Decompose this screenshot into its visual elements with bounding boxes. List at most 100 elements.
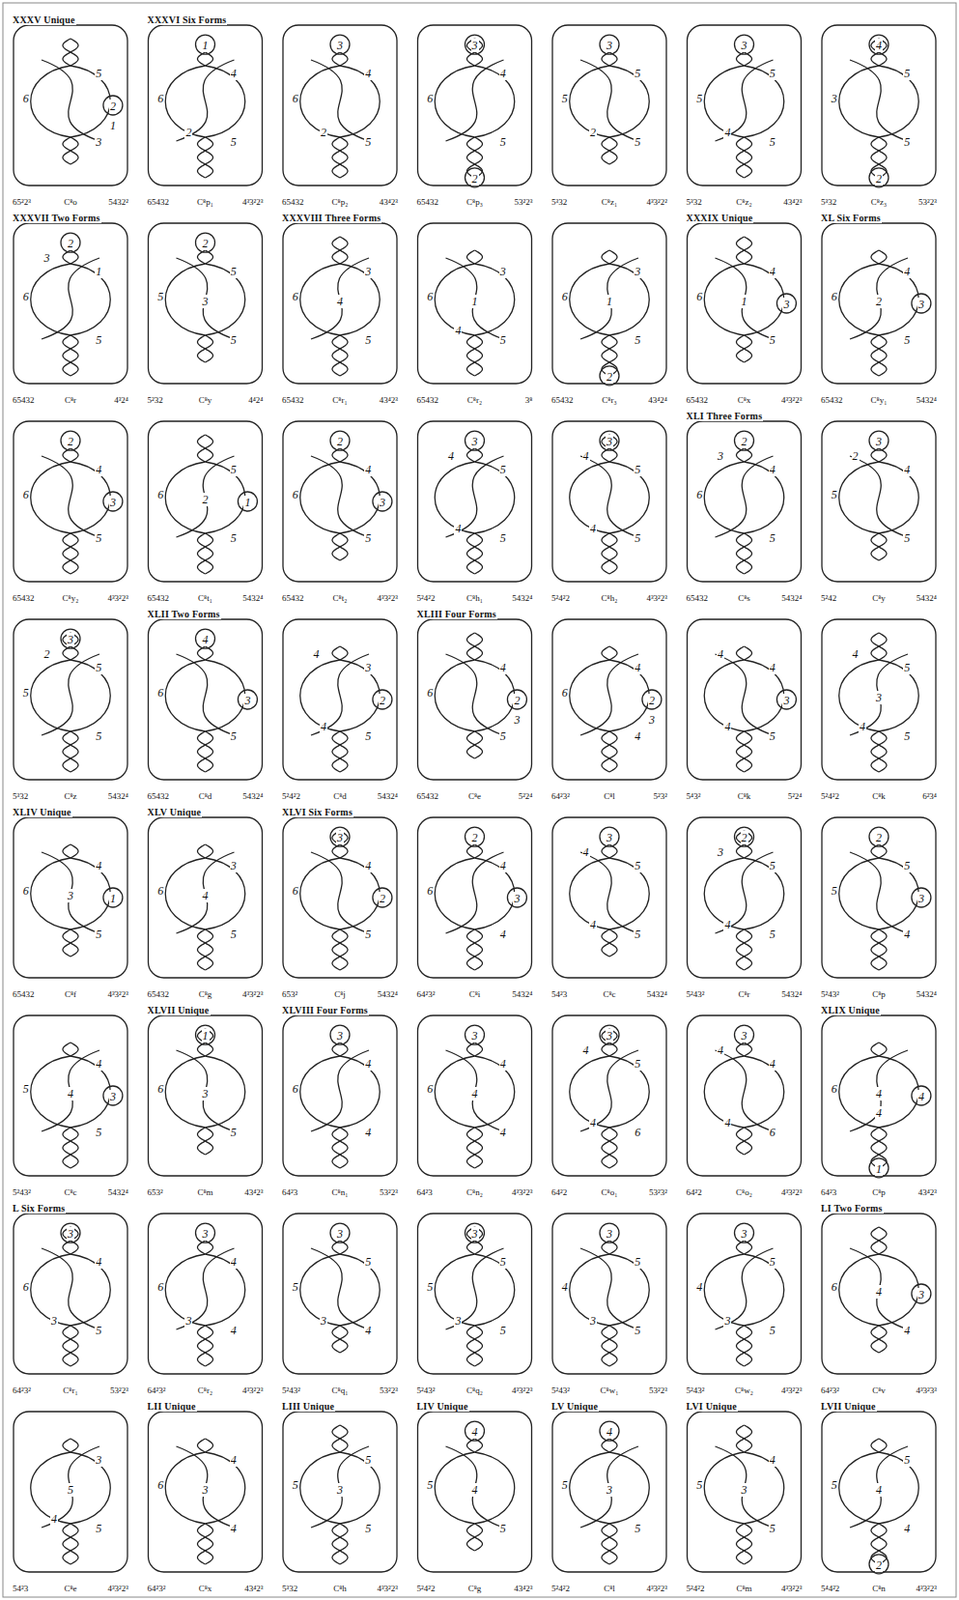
region-number: 5 [66,1482,75,1496]
knot-strand [339,1253,380,1326]
notation-code-holder: 65432 [819,389,845,407]
region-number: 4 [768,660,777,675]
knot-loop [465,1024,485,1044]
twist-strand [62,335,79,376]
region-number: 3 [605,1482,614,1496]
region-number: 1 [94,264,103,279]
form-heading: LI Two Forms [819,1202,884,1213]
notation-code-holder: C⁸o₂ [734,1181,754,1199]
knot-diagram [821,421,936,582]
twist-strand [736,533,753,574]
knot-strand [744,461,785,534]
twist-strand [332,929,348,970]
knot-loop [911,887,931,907]
region-number-holder: 4 [561,1276,569,1295]
region-number-holder: 1 [201,1025,210,1044]
knot-strand [839,263,879,336]
region-number-holder: 2 [378,690,387,708]
region-number: 5 [499,135,508,149]
twist-strand [871,1226,887,1254]
knot-loop [237,491,257,511]
knot-diagram [552,223,667,386]
region-number-holder: 4 [768,1449,777,1467]
notation-code: 6²3⁴ [921,790,938,801]
region-number: 5 [94,1521,103,1535]
form-heading: XLV Unique [146,806,203,818]
region-number: 4 [499,1125,508,1139]
knot-diagram [687,421,802,582]
notation-code-holder: 5²42 [819,587,838,605]
twist-strand [736,137,753,178]
notation-code-holder: 64²3² [819,1379,841,1397]
region-number-holder: 3 [633,261,642,280]
region-number: 5 [364,1521,372,1535]
notation-code: 5432⁴ [241,592,264,603]
form-heading: LVI Unique [685,1400,739,1411]
twist-strand [601,646,610,660]
region-number: 4 [874,1284,883,1298]
region-number-holder: 5 [156,286,165,305]
notation-code-holder: 53²3² [648,1181,669,1199]
notation-code: C⁸n [871,1582,887,1593]
notation-code: C⁸z₁ [600,197,619,207]
region-number-holder: 4 [94,1251,103,1270]
notation-code: 5²43² [819,988,841,999]
knot-strand [41,653,100,735]
region-number: 5 [695,91,704,106]
region-number-holder: 5 [633,855,642,874]
region-number: 3 [453,1313,462,1327]
notation-code-holder: C⁸p₃ [465,191,484,209]
region-number-holder: 5 [633,1251,642,1270]
notation-code: 4³3²2³ [510,1384,535,1395]
region-number: 2 [184,125,193,140]
notation-code: 653² [281,988,299,999]
notation-code: 5²4²2 [819,790,841,801]
notation-code: C⁸d [332,790,348,801]
region-number-holder: 4 [364,63,372,82]
knot-diagram [687,1212,802,1374]
region-number: 4 [94,858,103,873]
region-number-holder: 5 [633,924,642,942]
region-number-holder: 4 [716,644,725,662]
knot-strand [475,1451,515,1524]
region-number: 5 [633,927,642,941]
region-number-holder: 6 [561,682,569,701]
knot-outline [282,619,397,780]
notation-code: 53²2³ [378,1186,399,1197]
form-heading-holder: LII Unique [146,1395,198,1413]
twist-strand [62,929,79,957]
knot-outline [13,421,128,582]
knot-strand [569,659,610,732]
region-number-holder: 6 [22,88,30,107]
region-number: 3 [109,495,117,509]
knot-outline [282,421,397,582]
twist-strand [871,1042,879,1056]
notation-code-holder: C⁸l [602,1577,617,1595]
knot-strand [176,1445,235,1527]
twist-strand [197,335,214,363]
knot-outline [418,223,533,384]
knot-strand [205,1253,246,1326]
region-number-holder: 3 [94,132,103,150]
notation-code: 4³3²2² [645,197,669,207]
notation-code: 64²3² [146,1384,168,1395]
notation-code-holder: C⁸r [63,389,78,407]
twist-strand [62,1438,71,1452]
region-number-holder: 6 [156,880,165,899]
knot-strand [165,659,205,732]
region-number: 5 [830,1477,839,1492]
notation-code-holder: C⁸g [467,1577,483,1595]
region-number-holder: 5 [94,63,103,82]
notation-code-holder: C⁸y₁ [870,389,889,407]
region-number-holder: 4 [364,459,372,478]
form-heading-holder: XXXVI Six Forms [146,9,228,28]
notation-code-holder: 5²4²2 [416,587,437,605]
region-number: 5 [364,333,372,347]
twist-strand [601,1523,618,1564]
region-number-holder: 3 [109,492,117,510]
region-number: 5 [499,531,508,545]
region-number: 5 [768,66,777,81]
notation-code-holder: 5³32 [11,785,29,803]
region-number: 3 [874,434,883,449]
twist-strand [197,434,214,462]
